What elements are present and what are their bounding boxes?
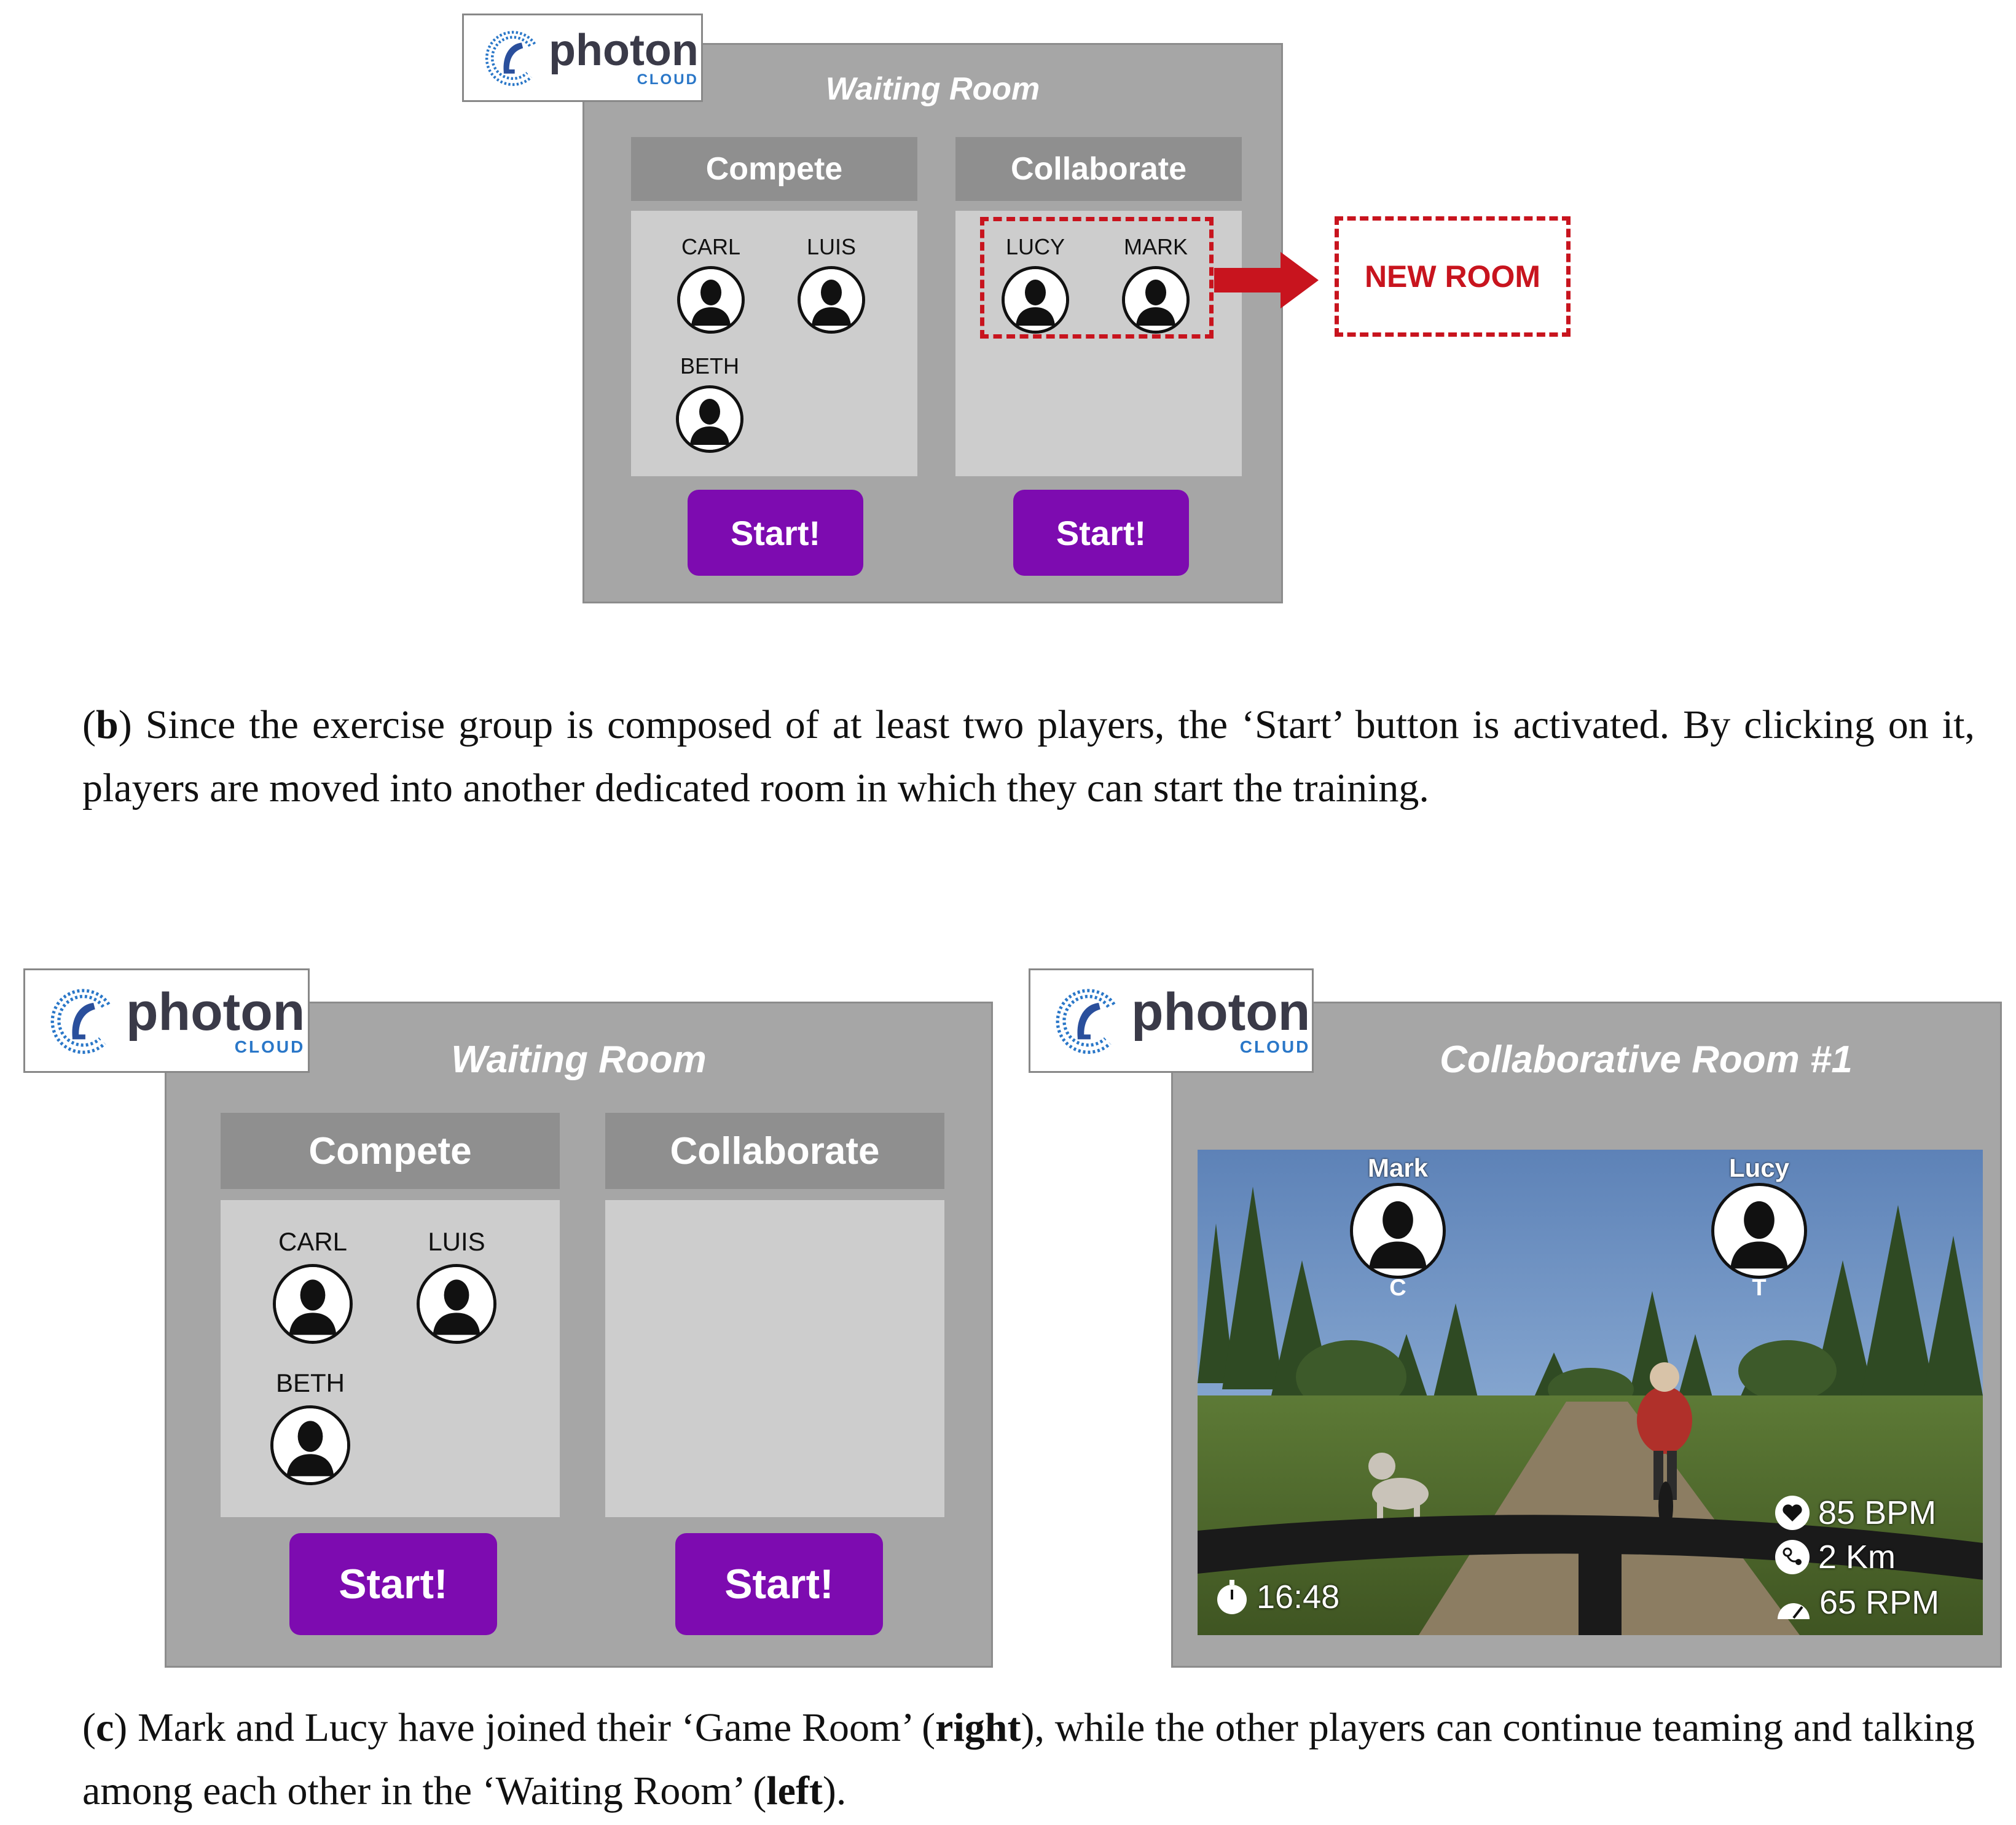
player-name: Mark [1367,1153,1429,1182]
player-name: BETH [275,1368,345,1397]
user-avatar-icon [417,1264,496,1344]
game-view[interactable]: Mark C Lucy T 85 BPM 2 Km 65 RPM [1198,1150,1983,1635]
player-lucy[interactable]: LUCY [992,234,1078,334]
user-avatar-icon [1002,266,1069,334]
player-tag: C [1389,1275,1406,1301]
heart-rate-value: 85 BPM [1818,1494,1937,1531]
player-tag: T [1752,1275,1767,1301]
caption-label: b [95,702,119,747]
compete-player-list: CARL LUIS BETH [221,1200,560,1517]
heart-icon [1775,1496,1810,1530]
photon-cloud-logo: photon CLOUD [1029,968,1314,1073]
waiting-room-panel-b: Waiting Room Compete Collaborate CARL LU… [582,43,1283,603]
caption-text-2: ), while the other players can continue … [82,1705,1975,1813]
collaborate-header: Collaborate [605,1113,944,1189]
player-name: CARL [681,234,741,259]
player-name: Lucy [1728,1153,1790,1182]
game-player-lucy: Lucy T [1710,1153,1808,1301]
player-luis[interactable]: LUIS [407,1227,506,1344]
collaborate-start-button[interactable]: Start! [1013,490,1189,576]
waiting-room-panel-c: Waiting Room Compete Collaborate CARL LU… [165,1002,993,1668]
game-player-mark: Mark C [1349,1153,1447,1301]
compete-header: Compete [221,1113,560,1189]
player-beth[interactable]: BETH [667,353,753,453]
user-avatar-icon [1711,1183,1807,1279]
caption-text: Since the exercise group is composed of … [82,702,1975,810]
collaborative-room-panel: Collaborative Room #1 [1171,1002,2002,1668]
logo-subtext: CLOUD [637,71,699,88]
distance-stat: 2 Km [1775,1538,1896,1576]
cadence-stat: 65 RPM [1775,1584,1939,1622]
player-name: LUIS [428,1227,485,1256]
player-mark[interactable]: MARK [1113,234,1199,334]
collaborate-player-list [605,1200,944,1517]
user-avatar-icon [677,266,745,334]
player-carl[interactable]: CARL [668,234,754,334]
compete-header: Compete [631,137,917,201]
collaborate-player-list: LUCY MARK [955,211,1242,476]
player-name: BETH [680,353,739,379]
caption-label: c [95,1705,114,1750]
logo-text: photon [126,983,305,1042]
logo-subtext: CLOUD [1239,1037,1311,1056]
photon-swirl-icon [476,23,545,92]
compete-player-list: CARL LUIS BETH [631,211,917,476]
collaborate-header: Collaborate [955,137,1242,201]
logo-text: photon [549,26,699,75]
compete-start-button[interactable]: Start! [289,1533,497,1635]
player-name: LUIS [806,234,857,259]
timer-stat: 16:48 [1212,1577,1339,1617]
new-room-box: NEW ROOM [1335,216,1571,337]
arrow-right-icon [1214,252,1319,308]
user-avatar-icon [1350,1183,1446,1279]
player-name: MARK [1123,234,1188,259]
speedometer-icon [1775,1590,1812,1619]
cadence-value: 65 RPM [1819,1584,1940,1621]
compete-start-button[interactable]: Start! [688,490,863,576]
selected-group-highlight [980,217,1214,339]
caption-text-1: Mark and Lucy have joined their ‘Game Ro… [138,1705,936,1750]
room-title: Waiting Room [825,71,1040,107]
photon-swirl-icon [1045,980,1126,1061]
player-name: CARL [278,1227,348,1256]
room-title: Waiting Room [451,1038,707,1081]
caption-b: (b) Since the exercise group is composed… [82,702,1975,810]
new-room-label: NEW ROOM [1364,259,1541,294]
collaborate-start-button[interactable]: Start! [675,1533,883,1635]
player-name: LUCY [1005,234,1065,259]
caption-c: (c) Mark and Lucy have joined their ‘Gam… [82,1705,1975,1813]
caption-text-3: ). [822,1768,847,1813]
user-avatar-icon [273,1264,353,1344]
user-avatar-icon [798,266,865,334]
room-title: Collaborative Room #1 [1440,1038,1853,1081]
user-avatar-icon [1122,266,1190,334]
scene-background [1198,1150,1983,1635]
player-carl[interactable]: CARL [264,1227,362,1344]
photon-swirl-icon [40,980,121,1061]
caption-left: left [766,1768,823,1813]
user-avatar-icon [676,385,743,453]
logo-subtext: CLOUD [234,1037,305,1056]
logo-text: photon [1131,983,1311,1042]
route-icon [1775,1540,1810,1574]
timer-value: 16:48 [1257,1579,1340,1615]
photon-cloud-logo: photon CLOUD [462,14,703,102]
player-luis[interactable]: LUIS [788,234,874,334]
caption-right: right [935,1705,1021,1750]
stopwatch-icon [1212,1577,1252,1617]
photon-cloud-logo: photon CLOUD [23,968,310,1073]
heart-rate-stat: 85 BPM [1775,1494,1936,1532]
player-beth[interactable]: BETH [261,1368,359,1485]
distance-value: 2 Km [1818,1539,1896,1576]
user-avatar-icon [270,1405,350,1485]
